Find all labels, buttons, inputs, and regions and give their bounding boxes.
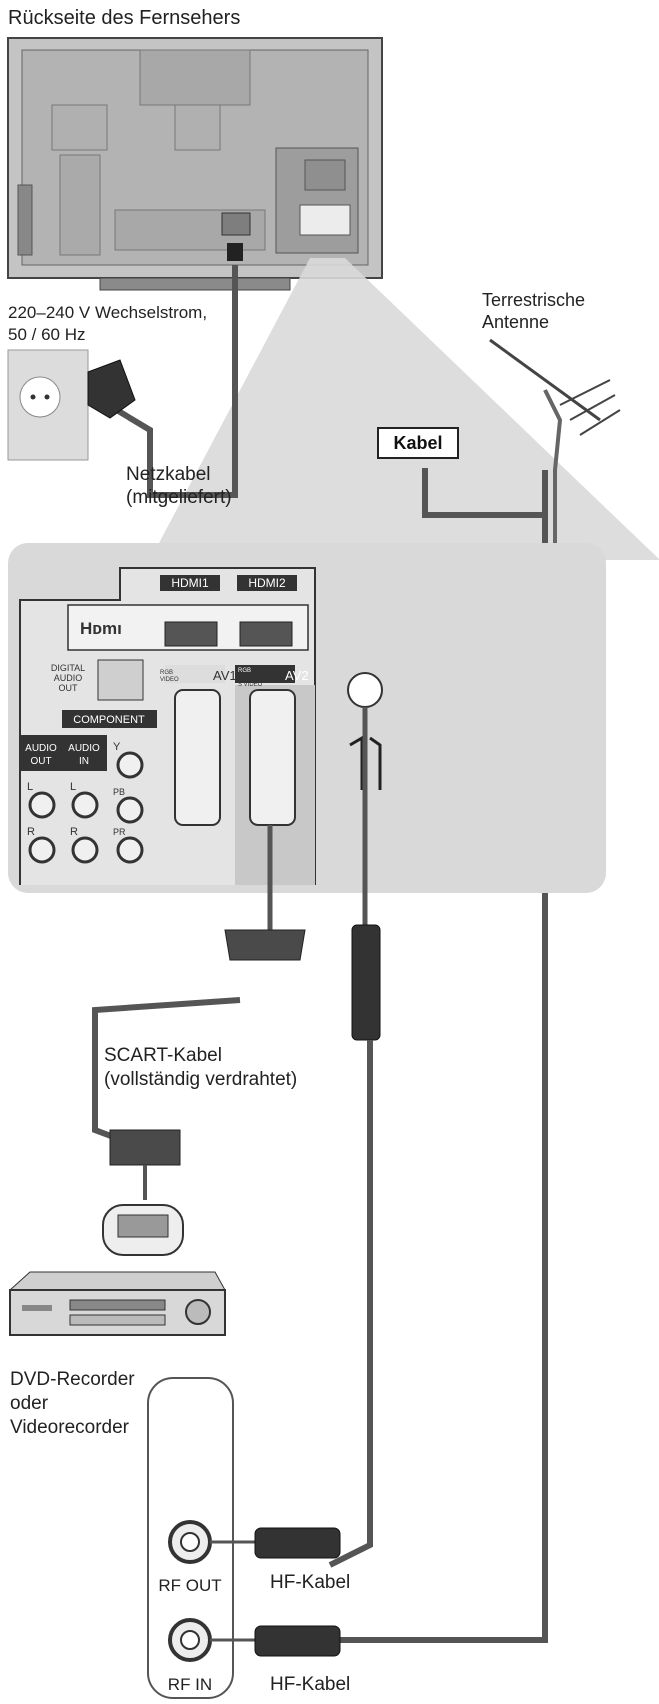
antenna-port (347, 672, 383, 708)
rf-in-label: RF IN (168, 1675, 212, 1694)
hf-plug-rf-in (254, 1625, 341, 1657)
hf-plug-tv (351, 924, 381, 1041)
recorder-label-line1: DVD-Recorder (10, 1369, 135, 1390)
av2-sub-2: VIDEO (238, 675, 257, 681)
power-plug (87, 359, 136, 419)
antenna-icon (349, 735, 382, 790)
audio-out-label-1: AUDIO (25, 743, 57, 754)
hf-cable-label-1: HF-Kabel (270, 1572, 350, 1593)
scart-label-line2: (vollständig verdrahtet) (104, 1069, 297, 1090)
hf-cable-label-2: HF-Kabel (270, 1674, 350, 1695)
scart-label-line1: SCART-Kabel (104, 1045, 222, 1066)
av1-sub-2: VIDEO (160, 677, 179, 683)
av2-sub-1: RGB (238, 668, 251, 674)
recorder-label-line2: oder (10, 1393, 49, 1414)
tv-back-label: Rückseite des Fernsehers (8, 7, 240, 29)
digital-audio-label-3: OUT (59, 683, 79, 693)
power-label-line1: 220–240 V Wechselstrom, (8, 303, 207, 322)
audio-in-label-2: IN (79, 756, 89, 767)
cable-box (377, 427, 459, 459)
recorder (8, 1271, 226, 1336)
audio-in-label-1: AUDIO (68, 743, 100, 754)
antenna-label-line2: Antenne (482, 312, 549, 332)
power-cable (98, 265, 238, 498)
digital-audio-label-2: AUDIO (54, 673, 83, 683)
antenna (489, 338, 621, 560)
av1-label: AV1 (213, 668, 237, 683)
rf-out-label: RF OUT (158, 1576, 221, 1595)
hdmi-logo: Hᴅmı (80, 619, 122, 638)
hdmi2-port (239, 621, 293, 647)
audio-out-r: R (27, 826, 35, 838)
hf-plug-rf-out (254, 1527, 341, 1559)
digital-audio-port (97, 659, 144, 701)
av2-label: AV2 (285, 668, 309, 683)
zoom-callout (150, 258, 659, 560)
component-y: Y (113, 741, 121, 753)
digital-audio-label-1: DIGITAL (51, 663, 85, 673)
audio-in-r: R (70, 826, 78, 838)
antenna-label-line1: Terrestrische (482, 290, 585, 310)
power-cable-label-line2: (mitgeliefert) (126, 487, 232, 508)
scart-plug-tv (224, 929, 306, 961)
av1-sub-1: RGB (160, 670, 173, 676)
recorder-label-line3: Videorecorder (10, 1417, 130, 1438)
hdmi1-label: HDMI1 (171, 576, 209, 590)
hf-cable-out (328, 1040, 373, 1568)
power-socket (227, 243, 243, 261)
power-cable-label-line1: Netzkabel (126, 464, 211, 485)
component-pr: PR (113, 827, 126, 837)
hdmi1-port (164, 621, 218, 647)
cable-box-label: Kabel (393, 433, 442, 453)
component-pb: PB (113, 787, 125, 797)
side-connectors (17, 184, 33, 256)
component-label: COMPONENT (73, 714, 145, 726)
audio-out-label-2: OUT (30, 756, 51, 767)
audio-jacks (28, 751, 144, 864)
scart-plug-recorder (109, 1129, 181, 1166)
hdmi2-label: HDMI2 (248, 576, 286, 590)
audio-in-l: L (70, 781, 76, 793)
av2-scart-port (249, 689, 296, 826)
cable-feed (422, 468, 545, 518)
power-label-line2: 50 / 60 Hz (8, 325, 86, 344)
av2-sub-3: S VIDEO (238, 682, 263, 688)
audio-out-l: L (27, 781, 33, 793)
av1-scart-port (174, 689, 221, 826)
terminal-panel (8, 543, 606, 893)
tv-rear (7, 37, 383, 291)
